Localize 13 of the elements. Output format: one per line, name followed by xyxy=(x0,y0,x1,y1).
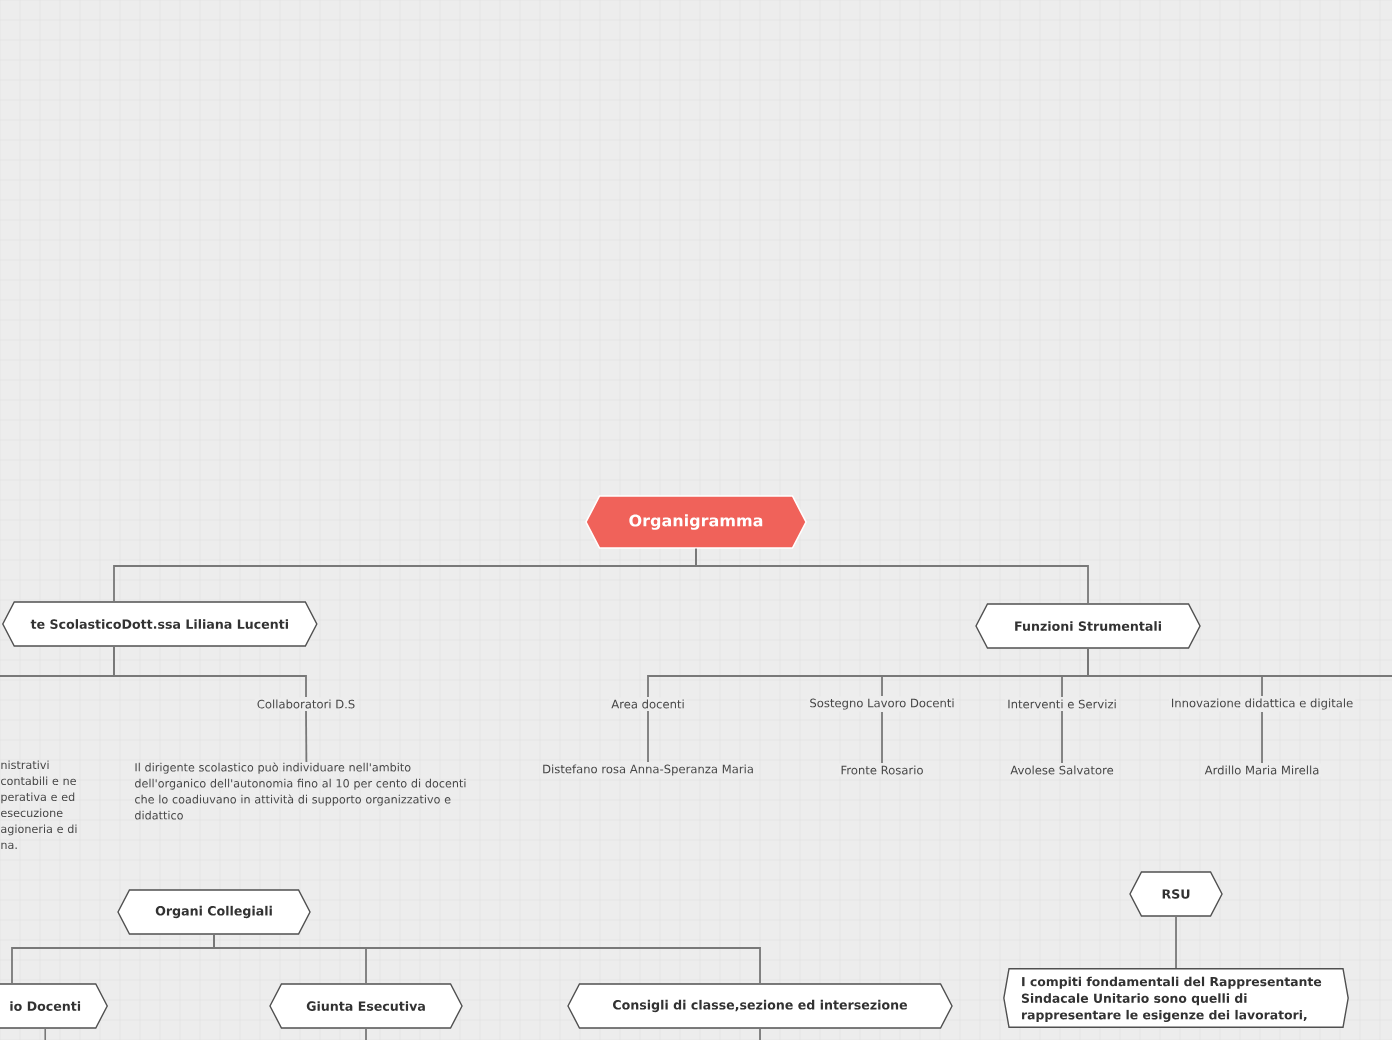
connector xyxy=(881,711,883,764)
connector xyxy=(1261,711,1263,764)
connector xyxy=(1061,710,1063,764)
connector xyxy=(647,710,649,763)
title-box: Organigramma xyxy=(585,495,807,549)
connector xyxy=(113,645,307,698)
connector xyxy=(365,1027,367,1040)
connector xyxy=(1175,915,1177,969)
connector xyxy=(305,710,308,763)
connector xyxy=(44,1027,47,1040)
connector xyxy=(695,547,1089,605)
connector xyxy=(759,1027,761,1040)
connector xyxy=(1087,647,1392,677)
